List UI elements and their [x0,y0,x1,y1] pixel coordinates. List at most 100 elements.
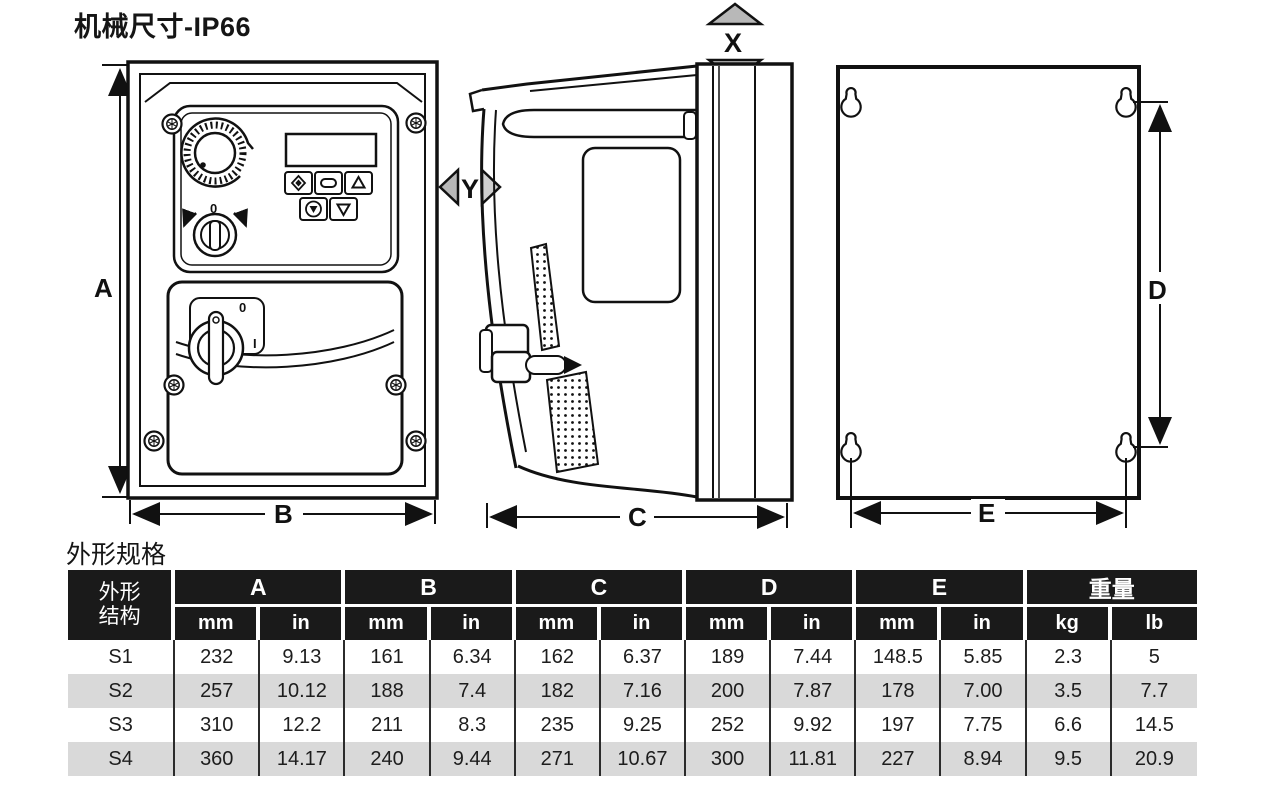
col-group-a: A [175,570,346,607]
rotary-selector [182,208,248,258]
frame-size-header-line1: 外形 [98,580,141,604]
table-cell: 6.6 [1026,708,1112,742]
frame-size-cell: S3 [68,708,176,742]
table-cell: 148.5 [856,640,942,674]
table-cell: 9.44 [430,742,516,776]
back-view-diagram: D E [836,65,1175,528]
stop-button [314,171,343,195]
table-cell: 227 [856,742,942,776]
frame-size-header: 外形 结构 [68,570,176,640]
front-view-diagram: A 0 [94,60,439,529]
dimension-label-x: X [724,28,742,58]
table-cell: 10.12 [260,674,346,708]
rotary-zero-label: 0 [210,201,217,216]
dimension-label-d: D [1148,275,1167,305]
dimension-label-y: Y [461,174,479,204]
col-group-d: D [686,570,857,607]
screw-icon [161,113,183,135]
table-cell: 240 [345,742,431,776]
unit-header: in [600,607,687,640]
table-cell: 7.75 [941,708,1027,742]
frame-size-cell: S4 [68,742,176,776]
dimension-e-label-bg [971,499,1005,527]
table-cell: 10.67 [600,742,687,776]
table-cell: 300 [686,742,772,776]
col-group-c: C [515,570,687,607]
table-cell: 189 [686,640,772,674]
table-cell: 252 [686,708,772,742]
table-cell: 6.34 [430,640,516,674]
table-cell: 2.3 [1026,640,1112,674]
enclosure-side-profile [468,64,698,499]
table-cell: 211 [345,708,431,742]
keypad [284,171,373,221]
unit-header: mm [345,607,431,640]
table-cell: 12.2 [260,708,346,742]
table-cell: 232 [175,640,261,674]
table-cell: 271 [515,742,601,776]
unit-header: mm [175,607,261,640]
unit-header: mm [686,607,772,640]
side-view-diagram: Y X [438,2,794,532]
screw-icon [405,430,427,452]
down-arrow-icon [335,203,352,218]
up-triangle-icon [705,2,765,26]
table-row-s1: S1 232 9.13 161 6.34 162 6.37 189 7.44 1… [68,640,1197,674]
frame-size-cell: S1 [68,640,176,674]
table-cell: 8.3 [430,708,516,742]
disconnect-switch [187,297,265,386]
start-icon [290,174,307,192]
dimension-label-e: E [978,498,995,528]
unit-header: lb [1111,607,1197,640]
dimension-label-b: B [274,499,293,529]
col-group-e: E [856,570,1027,607]
unit-header: in [771,607,857,640]
dimension-b-label-bg [265,500,303,528]
screw-icon [405,112,427,134]
dimension-d-label-bg [1145,272,1175,304]
back-plate-outline [836,65,1141,500]
table-title: 外形规格 [66,541,167,569]
unit-header: in [260,607,346,640]
table-cell: 162 [515,640,601,674]
table-cell: 161 [345,640,431,674]
unit-header: mm [856,607,942,640]
table-cell: 9.92 [771,708,857,742]
screw-icon [143,430,165,452]
header-unit-row: mm in mm in mm in mm in mm in kg lb [68,607,1197,640]
table-row-s3: S3 310 12.2 211 8.3 235 9.25 252 9.92 19… [68,708,1197,742]
back-plate-profile [695,62,794,502]
table-cell: 197 [856,708,942,742]
speed-knob [180,117,254,188]
table-cell: 7.44 [771,640,857,674]
table-cell: 14.5 [1111,708,1197,742]
table-cell: 6.37 [600,640,687,674]
table-cell: 257 [175,674,261,708]
table-cell: 188 [345,674,431,708]
table-cell: 3.5 [1026,674,1112,708]
table-cell: 182 [515,674,601,708]
unit-header: kg [1026,607,1112,640]
frame-size-header-line2: 结构 [98,605,141,628]
table-cell: 7.00 [941,674,1027,708]
table-row-s2: S2 257 10.12 188 7.4 182 7.16 200 7.87 1… [68,674,1197,708]
screw-icon [163,374,185,396]
dimension-label-a: A [94,273,113,303]
table-cell: 9.5 [1026,742,1112,776]
up-arrow-icon [350,174,367,189]
col-group-b: B [345,570,516,607]
stop-icon [320,178,337,188]
page-title: 机械尺寸-IP66 [74,12,252,42]
table-cell: 5 [1111,640,1197,674]
lcd-display [284,132,378,168]
table-cell: 5.85 [941,640,1027,674]
table-cell: 360 [175,742,261,776]
table-cell: 11.81 [771,742,857,776]
right-triangle-icon [480,167,502,207]
table-cell: 178 [856,674,942,708]
left-triangle-icon [438,167,460,207]
col-group-weight: 重量 [1026,570,1197,607]
table-cell: 235 [515,708,601,742]
table-cell: 7.4 [430,674,516,708]
